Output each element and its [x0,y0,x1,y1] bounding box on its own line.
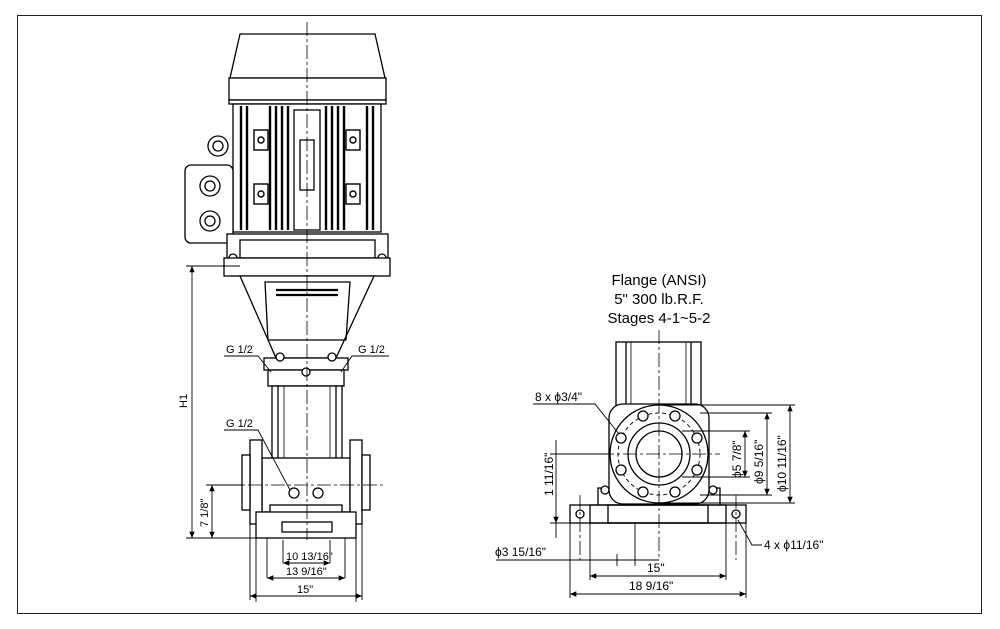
flange-height-label: 7 1/8" [199,499,211,527]
motor-cover [229,33,386,79]
flange-end-view [569,341,747,524]
flange-stages: Stages 4-1~5-2 [608,310,711,327]
base-outer-label: 18 9/16" [629,579,673,593]
flange-title-block: Flange (ANSI) 5" 300 lb.R.F. Stages 4-1~… [608,272,711,327]
port-label-lower: G 1/2 [226,418,253,430]
anchor-holes-label: 4 x ϕ11/16" [764,538,823,552]
terminal-box [184,164,234,244]
flange-diameter-label: ϕ10 11/16" [775,435,789,492]
port-label-upper-left: G 1/2 [226,344,253,356]
end-dimensions [496,403,795,598]
motor-lugs [253,129,361,205]
drawing-frame [17,15,982,614]
motor-fins [239,106,375,230]
end-labels: 8 x ϕ3/4" 1 11/16" ϕ5 7/8" ϕ9 5/16" ϕ10 … [495,390,823,593]
bolt-holes [615,410,703,498]
end-base-plate [569,504,747,524]
side-dimensions [186,265,389,602]
base-height-label: 1 11/16" [542,453,556,496]
motor-cover-band [228,77,387,101]
port-label-upper-right: G 1/2 [358,344,385,356]
base-inner-label: 15" [647,561,665,575]
height-label: H1 [178,394,190,408]
side-centerlines [225,22,385,540]
base-plate [255,511,357,539]
end-column [615,341,702,409]
lifting-eye [207,135,229,157]
side-labels: G 1/2 G 1/2 G 1/2 H1 7 1/8" 10 13/16" 13… [178,344,385,596]
bore-diameter-label: ϕ5 7/8" [730,440,744,478]
end-centerlines [579,330,737,560]
anchor-hole-label: ϕ3 15/16" [495,545,546,559]
bolt-circle-label: ϕ9 5/16" [752,440,766,484]
bolt-holes-label: 8 x ϕ3/4" [535,390,582,404]
width-outer-label: 15" [297,584,313,596]
width-mid-label: 13 9/16" [286,566,327,578]
flange-rating: 5" 300 lb.R.F. [614,291,704,308]
pump-side-view [184,33,391,539]
width-inner-label: 10 13/16" [286,551,333,563]
flange-title: Flange (ANSI) [611,272,706,289]
